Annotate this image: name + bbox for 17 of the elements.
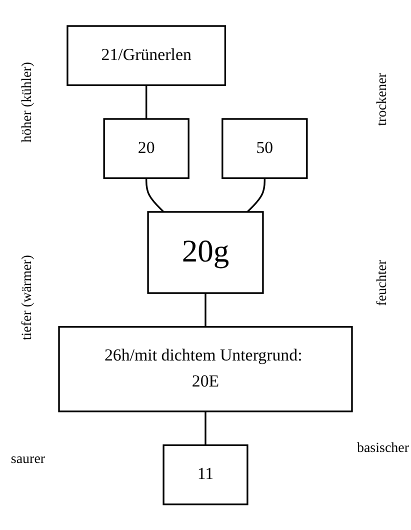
node-box [66,24,226,86]
connector [204,411,206,445]
axis-label: saurer [10,452,46,468]
node-box [222,118,308,179]
axis-label: trockener [375,73,391,126]
axis-label: höher (kühler) [20,62,36,143]
axis-label: tiefer (wärmer) [20,254,36,340]
node-box [58,326,353,412]
node-box [103,118,190,179]
connector [146,84,148,119]
node-box [147,210,264,294]
connector [204,292,206,327]
node-box [162,444,248,505]
connector [246,178,266,212]
connector [146,178,164,212]
axis-label: feuchter [375,260,391,306]
axis-label: basischer [356,440,410,457]
